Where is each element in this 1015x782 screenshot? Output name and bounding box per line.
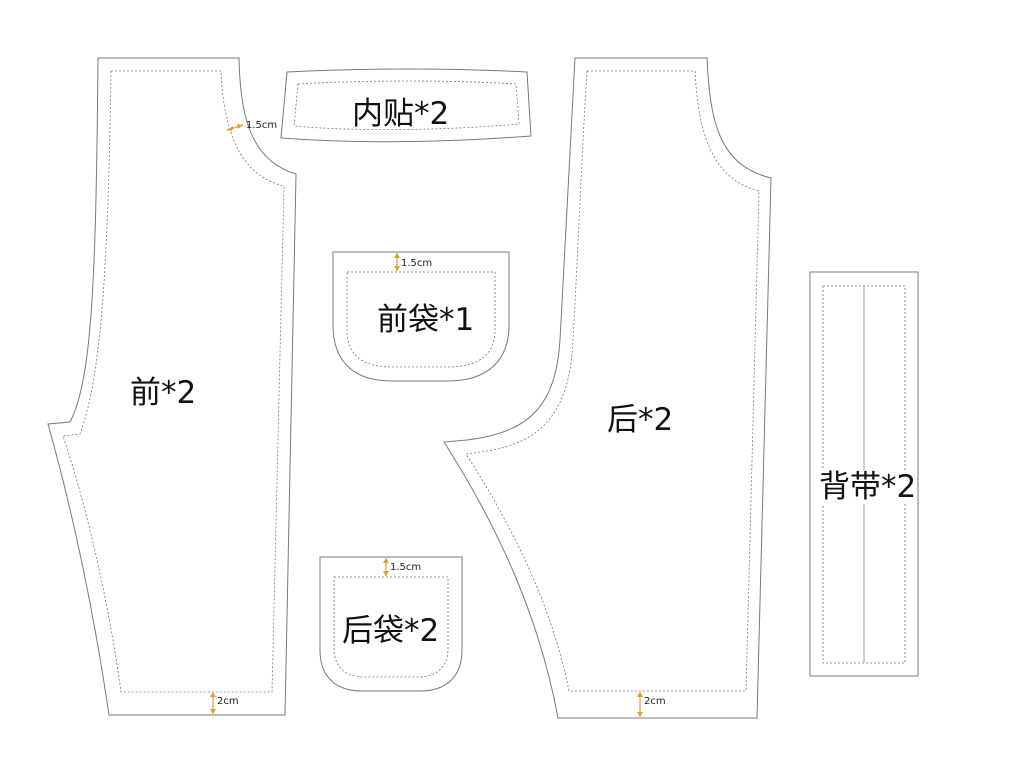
front-hem-allowance-text: 2cm	[217, 696, 239, 707]
back-pocket-allowance-dimension: 1.5cm	[383, 558, 421, 576]
front-pocket-allowance-dimension: 1.5cm	[394, 253, 432, 271]
facing-seamline	[293, 80, 520, 131]
front-crotch-allowance-text: 1.5cm	[246, 120, 277, 131]
arrow-head-icon	[394, 266, 400, 271]
back-pocket-label: 后袋*2	[342, 613, 439, 649]
front-panel-seamline	[62, 70, 285, 693]
front-pocket-allowance-text: 1.5cm	[401, 258, 432, 269]
arrow-head-icon	[637, 712, 643, 717]
arrow-head-icon	[210, 709, 216, 714]
arrow-head-icon	[237, 124, 243, 129]
back-pocket-piece: 后袋*2	[319, 556, 463, 692]
front-panel-outline	[47, 57, 297, 716]
front-pocket-seamline	[346, 271, 496, 368]
front-pocket-outline	[332, 251, 510, 382]
back-hem-allowance-dimension: 2cm	[637, 692, 666, 717]
strap-label-background	[818, 470, 914, 504]
front-panel-label: 前*2	[130, 375, 196, 411]
facing-piece: 内贴*2	[280, 68, 532, 143]
arrow-head-icon	[383, 558, 389, 563]
front-hem-allowance-dimension: 2cm	[210, 692, 239, 714]
back-panel: 后*2	[443, 57, 772, 719]
front-pocket-piece: 前袋*1	[332, 251, 510, 382]
back-pocket-seamline	[333, 576, 449, 678]
facing-outline	[280, 68, 532, 143]
arrow-head-icon	[210, 692, 216, 697]
arrow-head-icon	[383, 571, 389, 576]
strap-piece: 背带*2	[809, 271, 919, 677]
arrow-head-icon	[637, 692, 643, 697]
facing-label: 内贴*2	[352, 96, 449, 132]
back-panel-outline	[443, 57, 772, 719]
back-hem-allowance-text: 2cm	[644, 696, 666, 707]
strap-label: 背带*2	[819, 469, 916, 505]
front-crotch-allowance-dimension: 1.5cm	[226, 120, 277, 131]
arrow-head-icon	[227, 126, 233, 131]
back-pocket-outline	[319, 556, 463, 692]
front-pocket-label: 前袋*1	[377, 302, 474, 338]
front-panel: 前*2	[47, 57, 297, 716]
arrow-head-icon	[394, 253, 400, 258]
back-pocket-allowance-text: 1.5cm	[390, 562, 421, 573]
back-panel-label: 后*2	[607, 402, 673, 438]
